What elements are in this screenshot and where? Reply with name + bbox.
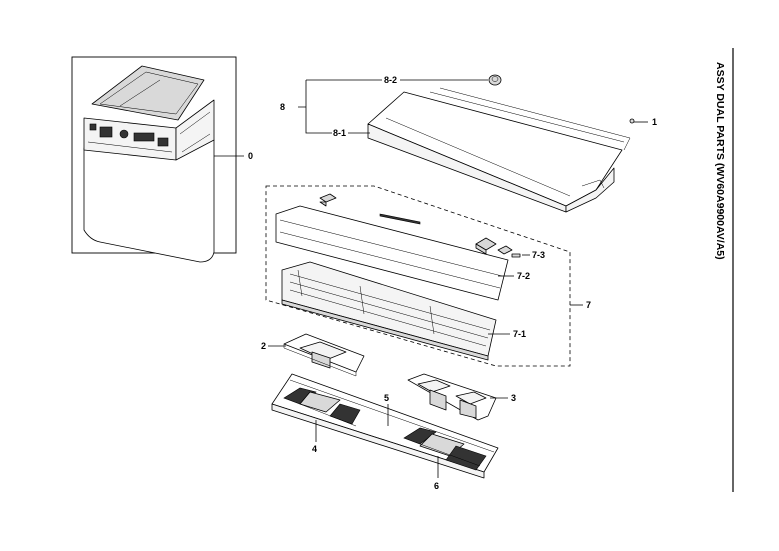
label-6: 6 (434, 481, 439, 491)
part-8-2-cap (488, 74, 502, 86)
label-2: 2 (261, 341, 266, 351)
label-8: 8 (280, 102, 285, 112)
part-4-left-compartment (283, 387, 361, 427)
part-0-washer-overview (71, 56, 237, 263)
diagram-title: ASSY DUAL PARTS (WV60A9900AV/A5) (714, 62, 726, 260)
part-7-group-outline (265, 185, 571, 367)
label-0: 0 (248, 151, 253, 161)
label-7: 7 (586, 300, 591, 310)
label-4: 4 (312, 444, 317, 454)
label-3: 3 (511, 393, 516, 403)
part-6-right-compartment (403, 427, 487, 471)
part-7-1-panel-frame (281, 261, 497, 361)
part-2-dispenser-drawer (283, 333, 365, 377)
label-1: 1 (652, 117, 657, 127)
label-8-1: 8-1 (333, 128, 346, 138)
label-7-1: 7-1 (513, 329, 526, 339)
part-3-dispenser-drawer (407, 373, 497, 421)
part-7-2-panel-cover (275, 193, 509, 301)
part-8-1-top-cover (367, 87, 631, 213)
label-5: 5 (384, 393, 389, 403)
part-7-3-switch (475, 237, 521, 258)
label-8-2: 8-2 (384, 75, 397, 85)
label-7-3: 7-3 (532, 250, 545, 260)
label-7-2: 7-2 (517, 271, 530, 281)
part-1-screw (629, 118, 635, 124)
